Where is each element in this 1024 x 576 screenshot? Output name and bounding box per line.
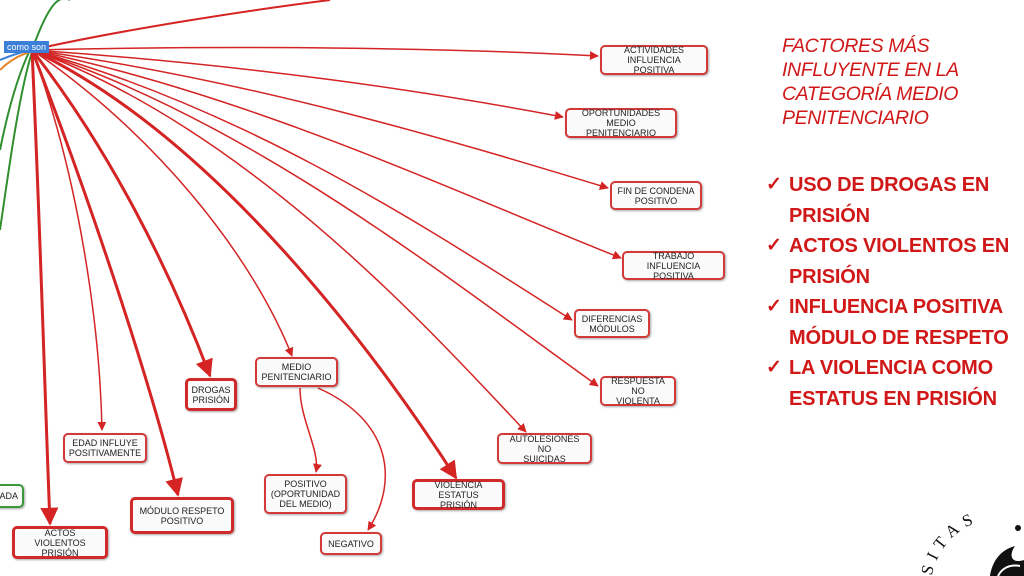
edge-fin-condena bbox=[31, 49, 609, 190]
factor-text: LA VIOLENCIA COMO ESTATUS EN PRISIÓN bbox=[789, 357, 997, 410]
node-partial-left[interactable]: ADA bbox=[0, 484, 24, 508]
factor-text: INFLUENCIA POSITIVA MÓDULO DE RESPETO bbox=[789, 296, 1009, 349]
university-seal-icon: SITAS bbox=[920, 507, 1024, 576]
edge-modulo bbox=[30, 49, 183, 497]
incoming-edge-green bbox=[0, 51, 33, 231]
edge-drogas bbox=[30, 49, 213, 378]
node-edad[interactable]: EDAD INFLUYE POSITIVAMENTE bbox=[63, 433, 147, 463]
svg-text:SITAS: SITAS bbox=[920, 507, 981, 576]
node-fin-condena[interactable]: FIN DE CONDENA POSITIVO bbox=[610, 181, 702, 210]
factor-item: ✓ LA VIOLENCIA COMO ESTATUS EN PRISIÓN bbox=[764, 353, 1019, 414]
factor-item: ✓ USO DE DROGAS EN PRISIÓN bbox=[764, 170, 1019, 231]
edge-actividades bbox=[31, 46, 599, 61]
hub-node-como-son[interactable]: como son bbox=[4, 41, 50, 53]
edge-positivo bbox=[299, 387, 322, 473]
incoming-edge-green-2 bbox=[0, 49, 31, 151]
incoming-edge-top bbox=[31, 0, 70, 51]
factor-text: ACTOS VIOLENTOS EN PRISIÓN bbox=[789, 235, 1010, 288]
factor-list: ✓ USO DE DROGAS EN PRISIÓN ✓ ACTOS VIOLENT… bbox=[764, 170, 1019, 414]
factor-item: ✓ ACTOS VIOLENTOS EN PRISIÓN bbox=[764, 231, 1019, 292]
check-icon: ✓ bbox=[766, 174, 782, 195]
seal-text: SITAS bbox=[920, 507, 975, 576]
edge-edad bbox=[31, 49, 107, 431]
node-medio[interactable]: MEDIO PENITENCIARIO bbox=[255, 357, 338, 387]
check-icon: ✓ bbox=[766, 296, 782, 317]
check-icon: ✓ bbox=[766, 357, 782, 378]
node-respuesta[interactable]: RESPUESTA NO VIOLENTA bbox=[600, 376, 676, 406]
node-diferencias[interactable]: DIFERENCIAS MÓDULOS bbox=[574, 309, 650, 338]
edge-respuesta bbox=[31, 49, 599, 387]
node-positivo[interactable]: POSITIVO (OPORTUNIDAD DEL MEDIO) bbox=[264, 474, 347, 514]
node-autolesiones[interactable]: AUTOLESIONES NO SUICIDAS bbox=[497, 433, 592, 464]
edge-actos bbox=[30, 49, 59, 526]
edge-autolesiones bbox=[31, 49, 527, 433]
node-violencia[interactable]: VIOLENCIA ESTATUS PRISIÓN bbox=[412, 479, 505, 510]
edge-oportunidades bbox=[31, 49, 564, 120]
factor-item: ✓ INFLUENCIA POSITIVA MÓDULO DE RESPETO bbox=[764, 292, 1019, 353]
node-modulo[interactable]: MÓDULO RESPETO POSITIVO bbox=[130, 497, 234, 534]
incoming-edge-top-2 bbox=[31, 0, 331, 51]
factor-text: USO DE DROGAS EN PRISIÓN bbox=[789, 174, 990, 227]
edge-medio bbox=[31, 49, 294, 357]
edge-violencia bbox=[31, 48, 458, 480]
outgoing-edges bbox=[30, 46, 622, 531]
edge-diferencias bbox=[31, 49, 573, 321]
node-negativo[interactable]: NEGATIVO bbox=[320, 532, 382, 555]
node-oportunidades[interactable]: OPORTUNIDADES MEDIO PENITENCIARIO bbox=[565, 108, 677, 138]
node-trabajo[interactable]: TRABAJO INFLUENCIA POSITIVA bbox=[622, 251, 725, 281]
node-actividades[interactable]: ACTIVIDADES INFLUENCIA POSITIVA bbox=[600, 45, 708, 75]
check-icon: ✓ bbox=[766, 235, 782, 256]
incoming-edges bbox=[0, 0, 331, 231]
side-panel-title: FACTORES MÁS INFLUYENTE EN LA CATEGORÍA … bbox=[782, 35, 959, 129]
node-drogas[interactable]: DROGAS PRISIÓN bbox=[185, 378, 237, 411]
edge-trabajo bbox=[31, 49, 622, 260]
node-actos[interactable]: ACTOS VIOLENTOS PRISIÓN bbox=[12, 526, 108, 559]
edge-negativo bbox=[317, 387, 387, 531]
